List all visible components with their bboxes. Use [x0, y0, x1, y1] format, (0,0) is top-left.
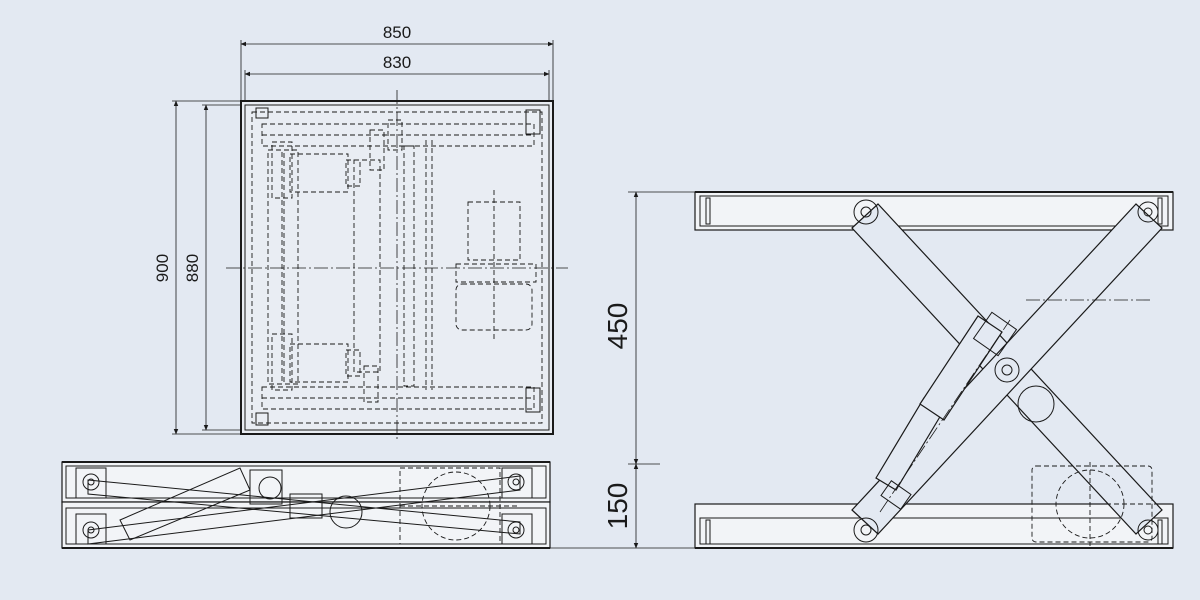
dimension-850: 850: [240, 23, 554, 104]
dim-label-150: 150: [602, 483, 633, 530]
dimension-150: 150: [550, 463, 695, 549]
dimension-880: 880: [183, 104, 241, 431]
dim-label-900: 900: [153, 254, 172, 282]
side-view-lifted: 450 150: [550, 191, 1174, 549]
dim-label-830: 830: [383, 53, 411, 72]
dim-label-850: 850: [383, 23, 411, 42]
dimension-900: 900: [153, 100, 241, 435]
dim-label-450: 450: [602, 303, 633, 350]
dim-label-880: 880: [183, 254, 202, 282]
side-view-closed: [61, 461, 551, 549]
top-view: 850 830 900 880: [153, 23, 568, 440]
dimension-830: 830: [244, 53, 550, 104]
dimension-450: 450: [602, 191, 695, 465]
